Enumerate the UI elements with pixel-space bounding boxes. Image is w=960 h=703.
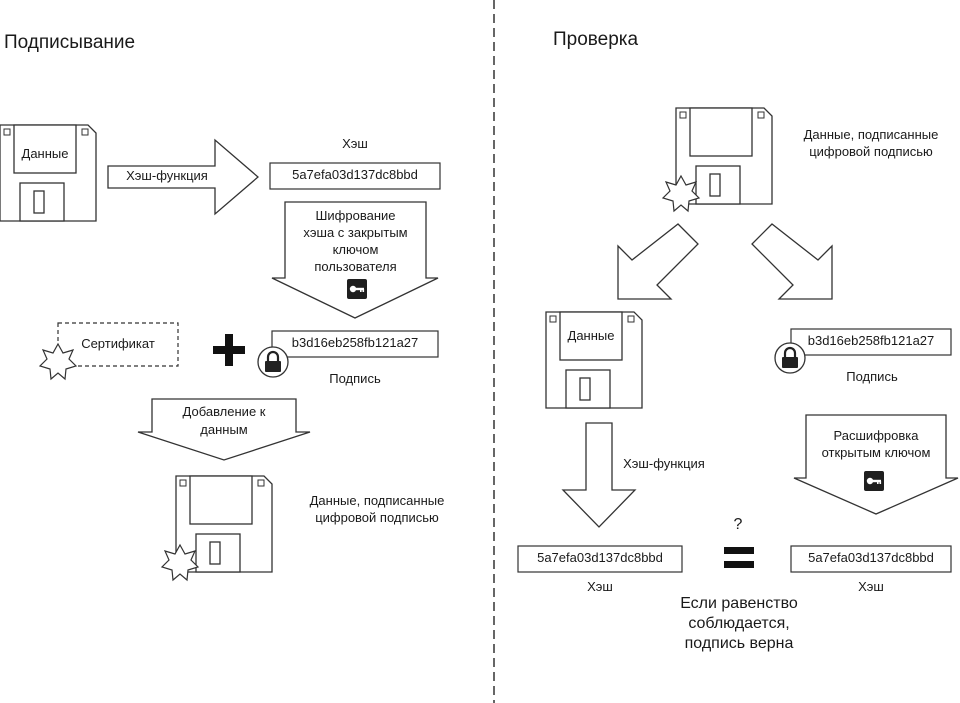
- signature-caption: Подпись: [846, 369, 898, 384]
- hash-value-box: [517, 545, 683, 573]
- attach-label: Добавление к данным: [182, 404, 266, 437]
- hash-function-label: Хэш-функция: [623, 456, 705, 471]
- signature-value: b3d16eb258fb121a27: [807, 333, 935, 348]
- hash-value-box: [790, 545, 952, 573]
- certificate-label: Сертификат: [81, 336, 155, 351]
- hash-value-right: 5a7efa03d137dc8bbd: [808, 550, 934, 565]
- equals-icon: [724, 547, 754, 554]
- data-label: Данные: [567, 328, 615, 343]
- key-icon: [347, 279, 367, 299]
- hash-function-label: Хэш-функция: [126, 168, 208, 183]
- hash-value-left: 5a7efa03d137dc8bbd: [537, 550, 663, 565]
- hash-value-box: [269, 162, 441, 190]
- signature-caption: Подпись: [329, 371, 381, 386]
- decrypt-arrow: [793, 414, 959, 515]
- hash-function-arrow: [561, 422, 637, 528]
- floppy-disk-icon: [545, 311, 643, 409]
- hash-caption: Хэш: [342, 136, 368, 151]
- signing-title: Подписывание: [4, 32, 136, 53]
- signature-box: [271, 330, 439, 358]
- data-label: Данные: [21, 146, 69, 161]
- result-label: Если равенство соблюдается, подпись верн…: [680, 595, 798, 652]
- attach-arrow: [137, 398, 311, 461]
- decrypt-label: Расшифровка открытым ключом: [821, 428, 931, 460]
- signature-value: b3d16eb258fb121a27: [291, 335, 419, 350]
- arrow-down-left: [617, 223, 699, 300]
- hash-value: 5a7efa03d137dc8bbd: [292, 167, 418, 182]
- hash-function-arrow: [107, 138, 259, 216]
- floppy-disk-icon: [0, 124, 97, 222]
- signature-box: [790, 328, 952, 356]
- padlock-icon: [256, 345, 290, 379]
- signed-data-label: Данные, подписанные цифровой подписью: [309, 493, 445, 525]
- hash-caption-right: Хэш: [858, 579, 884, 594]
- verification-title: Проверка: [553, 29, 639, 50]
- certificate-box: [57, 322, 179, 367]
- plus-icon: [213, 334, 245, 366]
- hash-caption-left: Хэш: [587, 579, 613, 594]
- signed-data-label: Данные, подписанные цифровой подписью: [803, 127, 939, 159]
- question-mark: ?: [733, 516, 743, 533]
- encrypt-label: Шифрование хэша с закрытым ключом пользо…: [303, 208, 408, 274]
- encrypt-arrow: [271, 201, 439, 319]
- key-icon: [864, 471, 884, 491]
- arrow-down-right: [751, 223, 833, 300]
